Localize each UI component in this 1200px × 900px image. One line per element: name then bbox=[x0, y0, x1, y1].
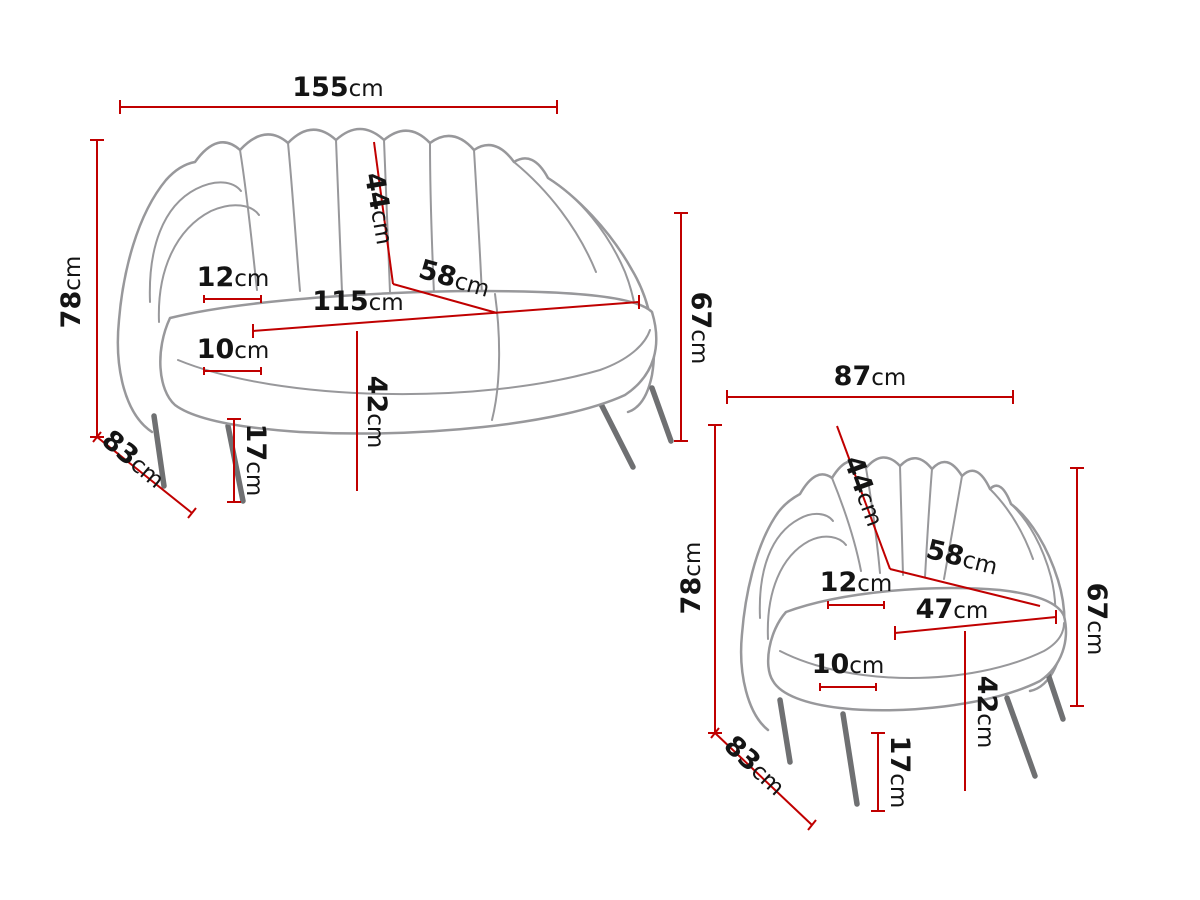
dim-unit: cm bbox=[369, 290, 404, 316]
dim-value: 42 bbox=[361, 376, 392, 414]
dim-unit: cm bbox=[885, 773, 911, 808]
sofa-armrest-label: 12cm bbox=[197, 262, 270, 293]
sofa-seat bbox=[159, 289, 658, 435]
dim-unit: cm bbox=[686, 329, 712, 364]
dim-value: 17 bbox=[884, 736, 915, 774]
dim-value: 12 bbox=[820, 567, 858, 598]
dim-value: 67 bbox=[1081, 583, 1112, 621]
sofa-leg bbox=[649, 385, 674, 444]
dim-value: 10 bbox=[812, 649, 850, 680]
armchair-seat-width-line bbox=[894, 616, 1057, 634]
armchair-channel-seam bbox=[924, 468, 933, 578]
sofa-back-height-line bbox=[373, 141, 394, 285]
sofa-arm-height-label: 67cm bbox=[685, 292, 716, 365]
armchair-depth-tick bbox=[710, 727, 720, 739]
armchair-depth-label: 83cm bbox=[718, 730, 792, 802]
armchair-channel-seam bbox=[831, 477, 862, 572]
armchair-leg bbox=[1004, 695, 1038, 779]
armchair-leg bbox=[840, 711, 860, 807]
dim-unit: cm bbox=[849, 653, 884, 679]
sofa-seat-front-seam bbox=[177, 329, 651, 396]
armchair-seat-height-label: 42cm bbox=[971, 676, 1002, 749]
armchair-drawing bbox=[739, 456, 1068, 807]
armchair-depth-line bbox=[714, 732, 813, 826]
sofa-depth-tick bbox=[187, 507, 197, 519]
sofa-depth-line bbox=[96, 436, 193, 514]
dim-unit: cm bbox=[349, 76, 384, 102]
dim-value: 155 bbox=[292, 72, 348, 103]
dim-unit: cm bbox=[234, 338, 269, 364]
dim-unit: cm bbox=[953, 598, 988, 624]
dim-value: 78 bbox=[56, 291, 87, 329]
sofa-channel-seam bbox=[239, 149, 258, 291]
armchair-left-arm-roll bbox=[758, 513, 834, 619]
dim-value: 67 bbox=[685, 292, 716, 330]
sofa-leg bbox=[597, 399, 636, 470]
armchair-seat-front-seam bbox=[779, 622, 1065, 679]
sofa-channel-seam bbox=[287, 142, 301, 292]
armchair-width-label: 87cm bbox=[834, 361, 907, 392]
armchair-leg bbox=[777, 697, 793, 765]
dim-value: 87 bbox=[834, 361, 872, 392]
dim-unit: cm bbox=[362, 413, 388, 448]
dim-unit: cm bbox=[680, 542, 706, 577]
dim-value: 78 bbox=[676, 577, 707, 615]
dim-unit: cm bbox=[241, 461, 267, 496]
armchair-seat-depth-line bbox=[889, 568, 1041, 607]
sofa-left-arm-roll bbox=[148, 181, 242, 303]
sofa-dimensions bbox=[90, 100, 688, 519]
armchair-seat-width-label: 47cm bbox=[916, 594, 989, 625]
dim-value: 10 bbox=[197, 334, 235, 365]
armchair-channel-seam bbox=[943, 475, 963, 580]
dim-unit: cm bbox=[234, 266, 269, 292]
dim-value: 47 bbox=[916, 594, 954, 625]
armchair-height-label: 78cm bbox=[676, 542, 707, 615]
dim-unit: cm bbox=[871, 365, 906, 391]
dim-unit: cm bbox=[857, 571, 892, 597]
armchair-channel-seam bbox=[899, 465, 904, 576]
sofa-leg bbox=[151, 413, 167, 489]
sofa-height-label: 78cm bbox=[56, 256, 87, 329]
dim-unit: cm bbox=[972, 713, 998, 748]
sofa-leg-height-label: 17cm bbox=[240, 424, 271, 497]
sofa-right-arm-roll bbox=[513, 161, 597, 273]
armchair-right-arm-roll bbox=[989, 488, 1034, 560]
armchair-armrest-label: 12cm bbox=[820, 567, 893, 598]
armchair-channel-seam bbox=[865, 467, 881, 574]
sofa-leg bbox=[225, 423, 246, 504]
sofa-channel-seam bbox=[383, 139, 391, 293]
sofa-seat-width-label: 115cm bbox=[312, 286, 403, 317]
dim-unit: cm bbox=[1082, 620, 1108, 655]
sofa-channel-seam bbox=[473, 149, 483, 297]
sofa-left-arm-roll bbox=[157, 204, 260, 323]
sofa-depth-tick bbox=[92, 431, 102, 443]
sofa-seat-width-line bbox=[252, 301, 640, 332]
dim-value: 17 bbox=[240, 424, 271, 462]
armchair-seat bbox=[766, 586, 1068, 712]
armchair-cushion-label: 10cm bbox=[812, 649, 885, 680]
dim-value: 42 bbox=[971, 676, 1002, 714]
dim-unit: cm bbox=[60, 256, 86, 291]
armchair-dimensions bbox=[708, 390, 1084, 831]
sofa-seat-height-label: 42cm bbox=[361, 376, 392, 449]
armchair-left-arm-roll bbox=[766, 535, 847, 640]
armchair-arm-height-label: 67cm bbox=[1081, 583, 1112, 656]
armchair-depth-tick bbox=[807, 819, 817, 831]
dim-value: 12 bbox=[197, 262, 235, 293]
armchair-leg-height-label: 17cm bbox=[884, 736, 915, 809]
armchair-leg bbox=[1043, 665, 1066, 722]
sofa-channel-seam bbox=[335, 139, 343, 293]
dim-unit: cm bbox=[365, 208, 397, 247]
dim-value: 115 bbox=[312, 286, 368, 317]
sofa-width-label: 155cm bbox=[292, 72, 383, 103]
sofa-drawing bbox=[116, 127, 674, 504]
dim-value: 44 bbox=[358, 170, 395, 212]
sofa-back-height-label: 44cm bbox=[358, 170, 401, 247]
sofa-channel-seam bbox=[429, 142, 435, 295]
armchair-back-height-line bbox=[836, 425, 891, 570]
sofa-seat-depth-line bbox=[392, 283, 498, 314]
sofa-cushion-label: 10cm bbox=[197, 334, 270, 365]
sofa-cushion-divider bbox=[491, 293, 501, 421]
